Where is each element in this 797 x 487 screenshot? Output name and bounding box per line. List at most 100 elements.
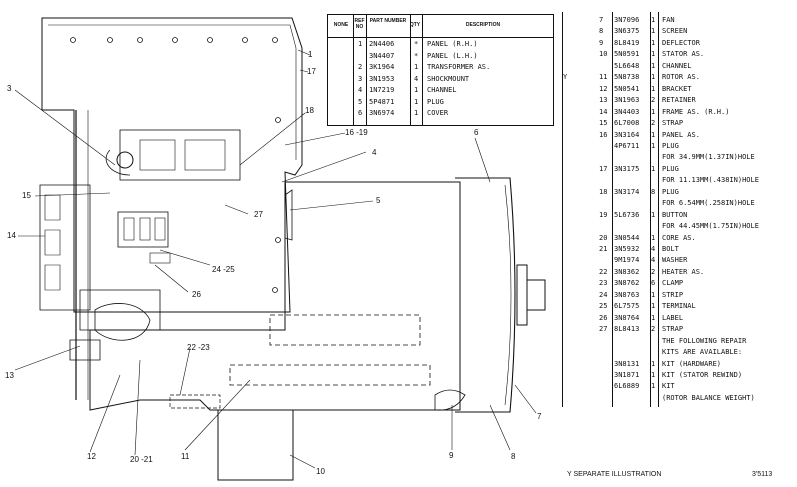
cell-desc: FAN xyxy=(662,16,675,24)
cell-qty: 1 xyxy=(651,16,656,24)
cell-part: 5L6736 xyxy=(614,210,640,219)
cell-note: Y xyxy=(563,73,568,82)
cell-part: 3K1964 xyxy=(369,63,395,71)
table-row: 3N4407*PANEL (L.H.) xyxy=(328,51,553,61)
header-qty: QTY xyxy=(409,22,421,28)
cell-desc: THE FOLLOWING REPAIR xyxy=(662,336,747,345)
cell-desc: PLUG xyxy=(662,187,679,196)
cell-ref: 3 xyxy=(358,74,363,83)
cell-desc: BOLT xyxy=(662,245,679,253)
callout-1: 1 xyxy=(308,50,313,59)
header-note: NONE xyxy=(333,22,349,28)
cell-qty: * xyxy=(414,40,419,48)
cell-part: 3N3164 xyxy=(614,130,640,139)
cell-ref: 20 xyxy=(599,233,608,242)
callout-16-19: 16 -19 xyxy=(345,128,368,137)
cell-desc: CORE AS. xyxy=(662,233,696,242)
callout-11: 11 xyxy=(181,452,190,461)
cell-desc: STATOR AS. xyxy=(662,50,705,59)
cell-qty: 1 xyxy=(414,97,419,106)
cell-qty: 1 xyxy=(651,130,656,139)
cell-desc: PANEL (R.H.) xyxy=(427,40,478,48)
cell-qty: 1 xyxy=(651,370,656,379)
cell-qty: 1 xyxy=(414,109,419,117)
cell-desc: KIT (STATOR REWIND) xyxy=(662,370,743,379)
cell-qty: 1 xyxy=(651,313,656,322)
cell-desc: PLUG xyxy=(427,97,444,106)
cell-ref: 15 xyxy=(599,119,608,128)
cell-ref: 19 xyxy=(599,210,608,219)
cell-desc: TERMINAL xyxy=(662,302,696,311)
cell-qty: 1 xyxy=(651,141,656,150)
cell-ref: 13 xyxy=(599,96,608,105)
cell-qty: 1 xyxy=(651,290,656,299)
header-part: PART NUMBER xyxy=(369,18,407,24)
top-parts-table: NONE REF NO PART NUMBER QTY DESCRIPTION … xyxy=(327,14,554,126)
cell-part: 6L7008 xyxy=(614,119,640,128)
cell-part: 5P4871 xyxy=(369,97,395,106)
table-header: NONE REF NO PART NUMBER QTY DESCRIPTION xyxy=(328,15,553,38)
cell-ref: 26 xyxy=(599,313,608,322)
cell-qty: 1 xyxy=(651,233,656,242)
cell-desc: FOR 34.9MM(1.37IN)HOLE xyxy=(662,153,755,162)
cell-desc: PANEL AS. xyxy=(662,130,700,139)
header-desc: DESCRIPTION xyxy=(465,22,501,28)
cell-part: 1N7219 xyxy=(369,86,395,94)
callout-12: 12 xyxy=(87,452,96,461)
cell-ref: 17 xyxy=(599,164,608,173)
header-ref: REF NO xyxy=(354,18,365,30)
callout-18: 18 xyxy=(305,106,314,115)
cell-desc: HEATER AS. xyxy=(662,267,705,276)
cell-qty: 2 xyxy=(651,96,656,105)
cell-part: 3N0544 xyxy=(614,233,640,242)
list-item: THE FOLLOWING REPAIR xyxy=(562,336,794,346)
cell-qty: 1 xyxy=(651,73,656,82)
cell-part: 3N8763 xyxy=(614,290,640,299)
cell-part: 5N8738 xyxy=(614,73,640,82)
cell-part: 3N4403 xyxy=(614,107,640,116)
cell-ref: 25 xyxy=(599,302,608,311)
cell-part: 3N3174 xyxy=(614,187,640,196)
cell-desc: CHANNEL xyxy=(427,86,457,94)
cell-qty: 4 xyxy=(651,245,656,253)
cell-desc: SHOCKMOUNT xyxy=(427,74,470,83)
cell-desc: CHANNEL xyxy=(662,61,692,70)
cell-qty: 1 xyxy=(651,27,656,36)
cell-desc: WASHER xyxy=(662,256,688,265)
cell-ref: 23 xyxy=(599,279,608,288)
cell-desc: KITS ARE AVAILABLE: xyxy=(662,348,743,357)
cell-desc: FRAME AS. (R.H.) xyxy=(662,107,730,116)
cell-part: 3N8764 xyxy=(614,313,640,322)
callout-26: 26 xyxy=(192,290,201,299)
cell-ref: 6 xyxy=(358,109,363,117)
cell-part: 2N4406 xyxy=(369,40,395,48)
cell-qty: 1 xyxy=(651,164,656,173)
cell-part: 3N6375 xyxy=(614,27,640,36)
cell-ref: 16 xyxy=(599,130,608,139)
callout-17: 17 xyxy=(307,67,316,76)
cell-desc: KIT (HARDWARE) xyxy=(662,359,722,368)
callout-14: 14 xyxy=(7,231,16,240)
cell-qty: 1 xyxy=(651,359,656,368)
cell-ref: 4 xyxy=(358,86,363,94)
cell-ref: 9 xyxy=(599,38,604,47)
cell-part: 3N7096 xyxy=(614,16,640,24)
cell-qty: 2 xyxy=(651,267,656,276)
cell-part: 8L8419 xyxy=(614,38,640,47)
cell-desc: BRACKET xyxy=(662,84,692,93)
cell-ref: 5 xyxy=(358,97,363,106)
table-row: 5 5P4871 1 PLUG xyxy=(328,97,553,107)
cell-qty: 6 xyxy=(651,279,656,288)
callout-24-25: 24 -25 xyxy=(212,265,235,274)
